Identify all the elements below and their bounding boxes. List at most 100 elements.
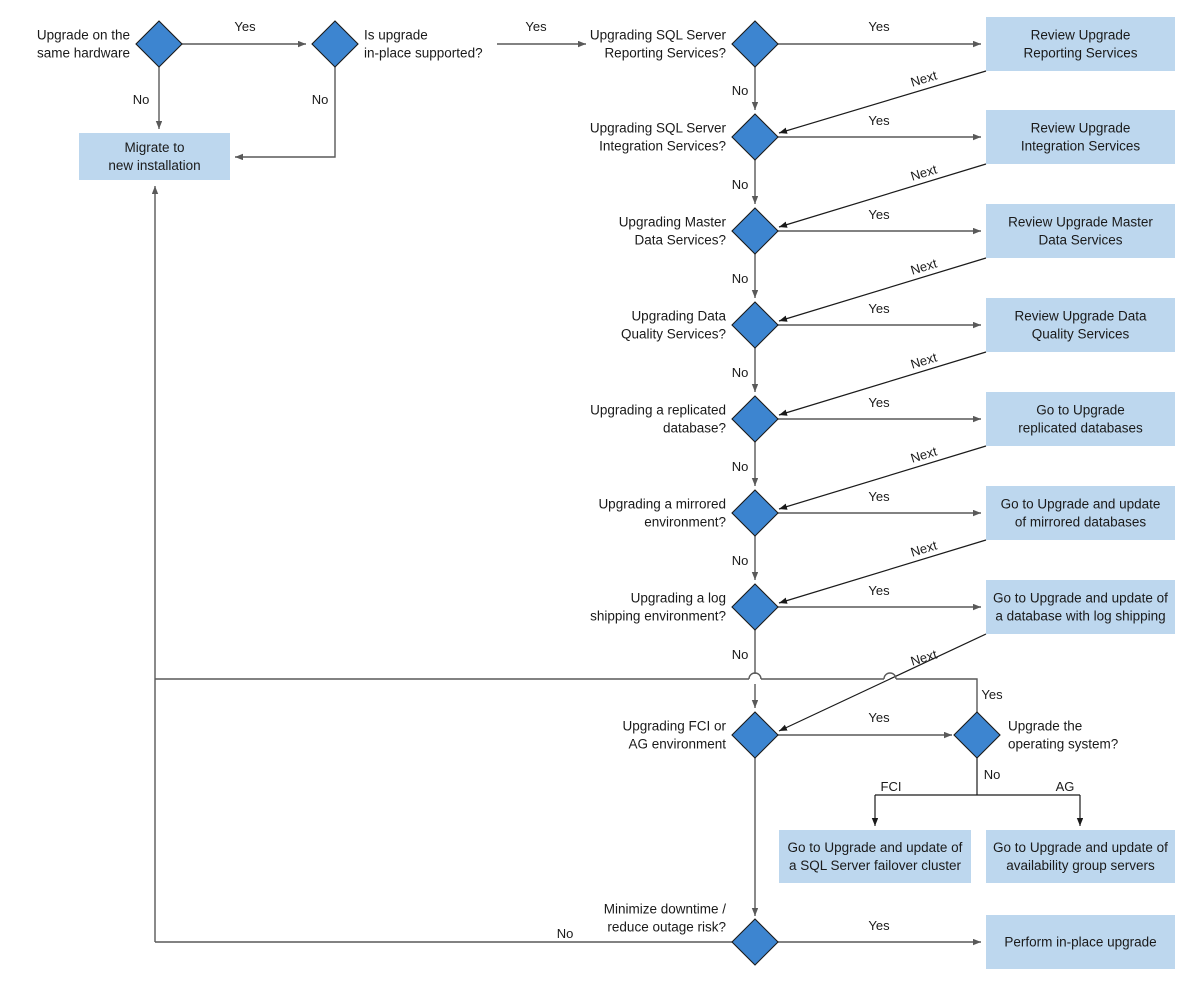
edge-label-lbl-no-downtime: No [557,926,574,941]
svg-text:Minimize downtime /reduce outa: Minimize downtime /reduce outage risk? [604,902,727,935]
edge-label-lbl-yes-inplace: Yes [525,19,547,34]
edge-label-lbl-no-hw: No [133,92,150,107]
decision-d-inplace-supported[interactable] [311,20,359,68]
decision-d-ssrs[interactable] [731,20,779,68]
process-p-fci[interactable] [779,830,971,883]
process-p-inplace[interactable] [986,915,1175,969]
edge-label-lbl-next-logship: Next [909,647,939,669]
decision-shape [731,301,779,349]
process-p-dqs[interactable] [986,298,1175,352]
edge-next-ssrs [778,70,987,134]
edge-label-lbl-yes-ssis: Yes [868,113,890,128]
process-shape [986,204,1175,258]
decision-d-same-hardware[interactable] [135,20,183,68]
edge-os-yes-jump1 [883,672,897,680]
decision-d-log-shipping[interactable] [731,583,779,631]
decision-d-upgrade-os[interactable] [953,711,1001,759]
edge-next-mirror [778,539,987,604]
edge-label-lbl-no-mirror: No [732,553,749,568]
decision-d-mds[interactable] [731,207,779,255]
decision-shape [731,583,779,631]
edge-label-lbl-yes-dqs: Yes [868,301,890,316]
edge-next-repl [778,445,987,510]
process-shape [986,830,1175,883]
process-shape [779,830,971,883]
edge-label-lbl-yes-ssrs: Yes [868,19,890,34]
process-p-mds[interactable] [986,204,1175,258]
edge-next-mds [778,257,987,322]
process-shape [986,486,1175,540]
process-p-mirroring[interactable] [986,486,1175,540]
edge-label-lbl-next-dqs: Next [909,350,939,372]
decision-d-mirroring[interactable] [731,489,779,537]
svg-text:Perform in-place upgrade: Perform in-place upgrade [1004,935,1156,950]
process-p-ssis[interactable] [986,110,1175,164]
process-p-ag[interactable] [986,830,1175,883]
edge-label-lbl-ag: AG [1056,779,1075,794]
edge-label-lbl-no-logship: No [732,647,749,662]
decision-d-ssis[interactable] [731,113,779,161]
process-shape [986,392,1175,446]
edge-label-lbl-no-inplace: No [312,92,329,107]
decision-d-replication[interactable] [731,395,779,443]
decision-shape [731,207,779,255]
edge-next-ssis [778,163,987,228]
process-shape [986,298,1175,352]
edge-label-lbl-no-repl: No [732,459,749,474]
edge-label-lbl-no-ssrs: No [732,83,749,98]
decision-label-d-minimize-downtime: Minimize downtime /reduce outage risk? [604,902,727,935]
process-p-ssrs[interactable] [986,17,1175,71]
process-p-migrate[interactable] [79,133,230,180]
edge-label-lbl-yes-downtime: Yes [868,918,890,933]
edge-next-logship [778,633,987,732]
process-p-log-shipping[interactable] [986,580,1175,634]
decision-d-minimize-downtime[interactable] [731,918,779,966]
edge-label-lbl-next-ssis: Next [909,162,939,184]
node-layer [79,17,1175,969]
decision-shape [311,20,359,68]
edge-label-lbl-no-os: No [984,767,1001,782]
process-label-p-inplace: Perform in-place upgrade [1004,935,1156,950]
decision-shape [731,918,779,966]
edge-os-yes-a [896,678,978,712]
process-p-replication[interactable] [986,392,1175,446]
decision-shape [135,20,183,68]
decision-d-dqs[interactable] [731,301,779,349]
edge-inplace-no [235,67,336,161]
edge-label-lbl-yes-os: Yes [981,687,1003,702]
edge-label-lbl-next-repl: Next [909,444,939,466]
edge-label-lbl-yes-mirror: Yes [868,489,890,504]
svg-text:Go to Upgrade and update ofa d: Go to Upgrade and update ofa database wi… [993,591,1168,624]
edge-os-yes-jump2 [748,672,762,680]
svg-text:Go to Upgrade and update ofa S: Go to Upgrade and update ofa SQL Server … [788,840,963,873]
decision-d-fci-ag[interactable] [731,711,779,759]
